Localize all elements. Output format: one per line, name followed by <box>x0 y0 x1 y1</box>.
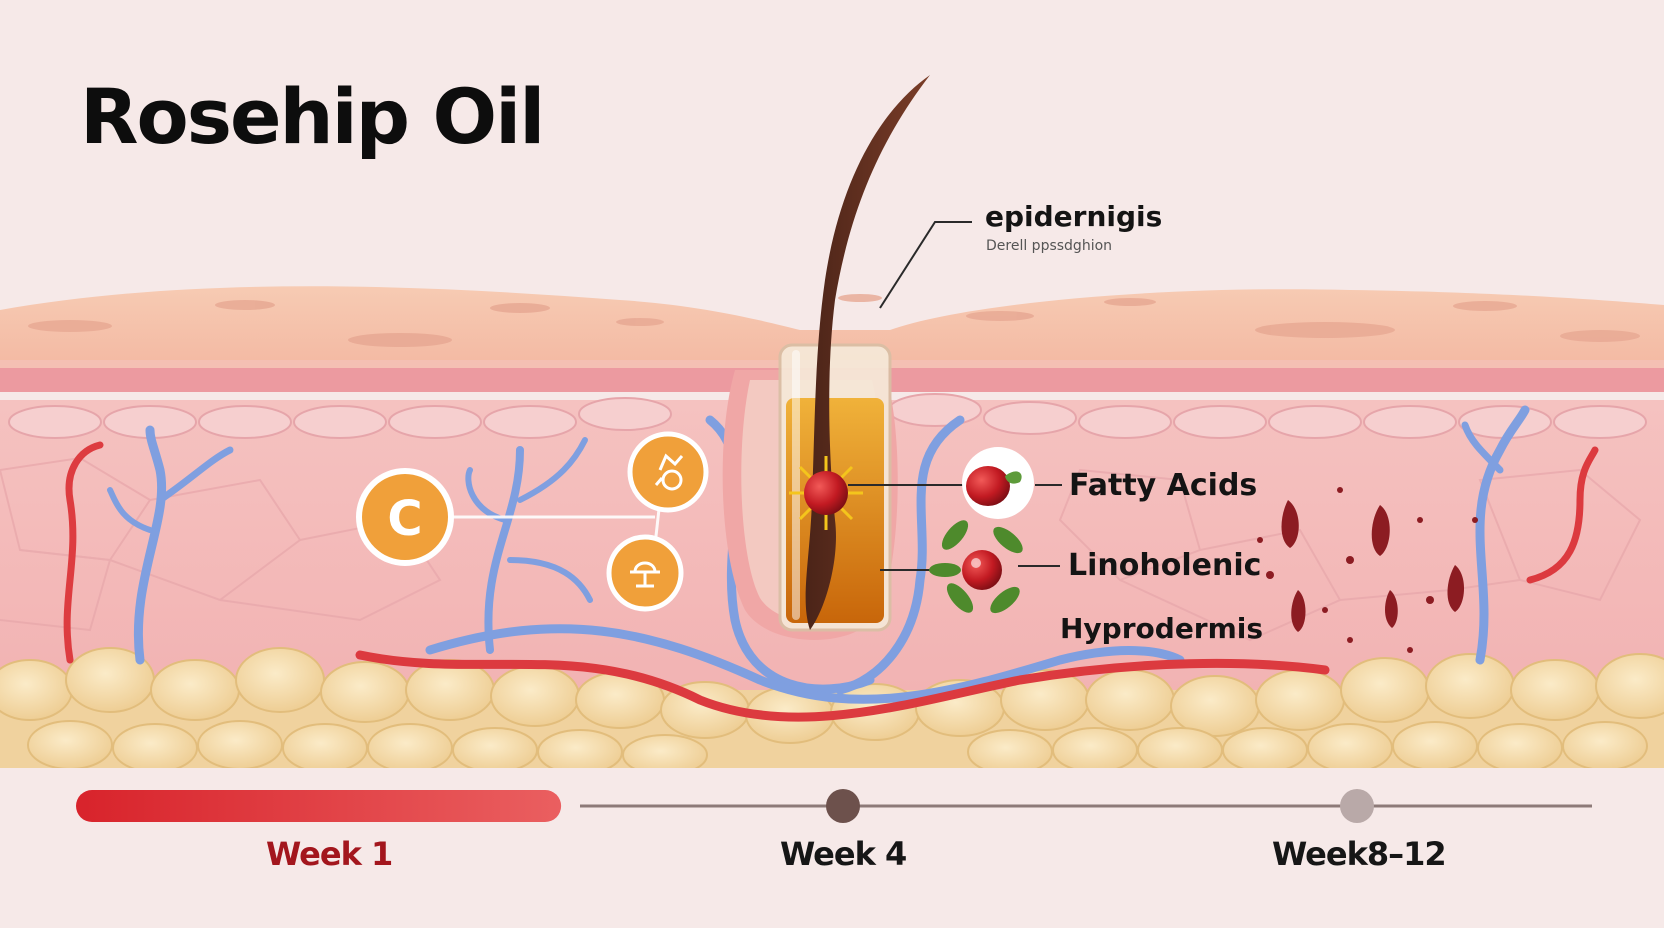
fat-cells <box>0 647 1664 776</box>
vein-left-branch-2 <box>107 487 153 533</box>
repair-particles <box>1257 487 1478 653</box>
label-epidermis: epidernigis <box>985 200 1163 233</box>
surface-pores <box>28 294 1640 347</box>
vein-mid <box>484 446 524 654</box>
linoleic-berry-icon <box>929 520 1023 614</box>
page-title: Rosehip Oil <box>80 72 545 161</box>
label-epidermis-sub: Derell ppssdghion <box>986 238 1113 254</box>
blood-vessels <box>63 405 1599 722</box>
vein-mid-branch <box>517 437 588 503</box>
label-linoleic: Linoholenic <box>1068 548 1262 583</box>
fatty-acid-berry-icon <box>962 447 1034 519</box>
epidermis-surface <box>0 286 1664 372</box>
balance-glyph-icon <box>630 561 660 588</box>
artery-right <box>1526 446 1599 584</box>
vein-right-branch <box>1461 421 1504 474</box>
timeline-progress-bar <box>76 790 562 822</box>
vein-mid-branch-2 <box>507 557 593 603</box>
connector-epidermis <box>879 221 972 309</box>
vitamin-c-icon <box>356 468 454 566</box>
week-8-12-label[interactable]: Week8–12 <box>1272 835 1447 873</box>
molecule-glyph-icon <box>654 453 684 491</box>
label-fatty-acids: Fatty Acids <box>1069 468 1258 503</box>
timeline <box>76 789 1592 823</box>
artery-left <box>63 441 104 664</box>
vitamin-c-letter: C <box>387 491 422 547</box>
oil-molecule <box>789 456 863 530</box>
vein-follicle-right <box>835 415 965 695</box>
deep-artery <box>355 650 1330 722</box>
vitamin-icons: C <box>356 431 709 612</box>
epidermal-cell-row <box>8 393 1647 439</box>
vein-right <box>1475 405 1530 665</box>
deep-vein <box>425 624 1185 704</box>
vein-left-branch <box>156 446 234 504</box>
dermis-cells <box>0 456 1642 642</box>
week-8-12-marker[interactable] <box>1340 789 1374 823</box>
week-4-label[interactable]: Week 4 <box>780 835 907 873</box>
week-1-label[interactable]: Week 1 <box>266 835 393 873</box>
label-hypodermis: Hyprodermis <box>1060 612 1264 645</box>
week-4-marker[interactable] <box>826 789 860 823</box>
